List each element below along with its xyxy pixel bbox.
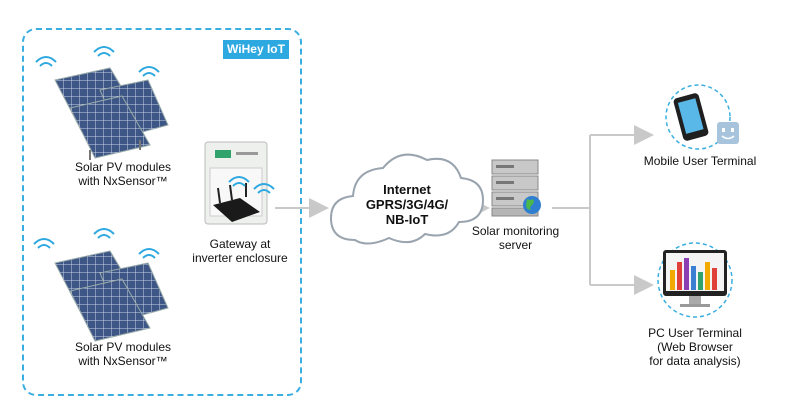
mobile-label: Mobile User Terminal (630, 154, 770, 168)
pc-line2: (Web Browser (657, 340, 733, 354)
smiley-icon (717, 122, 739, 144)
wifi-icon (33, 228, 160, 259)
internet-line1: Internet (383, 182, 431, 197)
pc-line1: PC User Terminal (648, 326, 742, 340)
wifi-icon (228, 176, 275, 194)
cloud-icon (329, 153, 485, 245)
pc-highlight (657, 242, 733, 318)
brand-tag: WiHey IoT (223, 40, 289, 59)
iot-boundary (22, 28, 302, 396)
smartphone-icon (673, 93, 709, 141)
monitor-icon (663, 250, 727, 307)
solar-panel-icon (54, 250, 169, 342)
solar-bottom-label: Solar PV modules with NxSensor™ (48, 340, 198, 368)
server-icon (491, 159, 539, 217)
mobile-line1: Mobile User Terminal (643, 154, 757, 168)
pc-label: PC User Terminal (Web Browser for data a… (625, 326, 765, 368)
internet-label: Internet GPRS/3G/4G/ NB-IoT (352, 182, 462, 227)
solar-panel-icon (54, 67, 169, 160)
gateway-line2: inverter enclosure (192, 251, 288, 265)
globe-icon (523, 196, 541, 214)
server-line2: server (498, 238, 533, 252)
gateway-line1: Gateway at (209, 237, 271, 251)
pc-line3: for data analysis) (649, 354, 741, 368)
internet-line3: NB-IoT (385, 212, 429, 227)
server-label: Solar monitoring server (458, 224, 573, 252)
gateway-label: Gateway at inverter enclosure (180, 237, 300, 265)
internet-line2: GPRS/3G/4G/ (365, 197, 449, 212)
solar-top-label: Solar PV modules with NxSensor™ (48, 160, 198, 188)
solar-top-line1: Solar PV modules (74, 160, 172, 174)
solar-bottom-line1: Solar PV modules (74, 340, 172, 354)
solar-top-line2: with NxSensor™ (78, 174, 168, 188)
wifi-icon (35, 46, 160, 77)
mobile-highlight (665, 84, 731, 150)
server-line1: Solar monitoring (471, 224, 560, 238)
solar-bottom-line2: with NxSensor™ (78, 354, 168, 368)
